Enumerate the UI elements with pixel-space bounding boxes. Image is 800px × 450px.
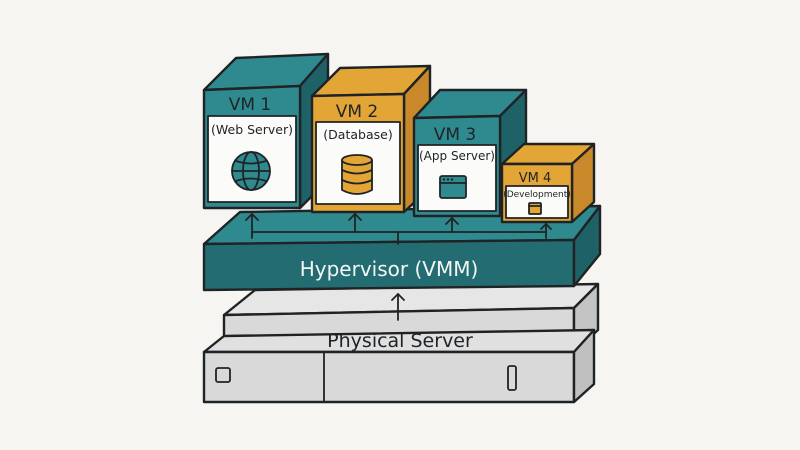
arrows-hypervisor-to-vms	[245, 213, 552, 233]
globe-icon	[231, 151, 271, 191]
vm-2-title: VM 2	[336, 102, 379, 122]
vm-4: VM 4 (Development)	[500, 142, 596, 224]
vm-3-role: (App Server)	[419, 149, 495, 163]
hypervisor-layer: Hypervisor (VMM)	[202, 204, 602, 292]
vm-4-role: (Development)	[503, 190, 571, 200]
arrow-physical-to-hypervisor	[391, 293, 405, 321]
physical-server-side	[572, 328, 596, 404]
vm-2-role: (Database)	[323, 127, 392, 142]
dev-window-icon	[528, 202, 542, 215]
physical-server-label: Physical Server	[327, 330, 473, 352]
physical-server: Physical Server	[202, 282, 600, 404]
vm-2: VM 2 (Database)	[310, 64, 432, 214]
vm-1-role: (Web Server)	[211, 122, 293, 137]
vm-1-title: VM 1	[229, 95, 272, 115]
vm-1: VM 1 (Web Server)	[202, 52, 330, 210]
vm-3-title: VM 3	[434, 125, 477, 145]
hypervisor-label: Hypervisor (VMM)	[300, 257, 479, 281]
handle-icon	[507, 365, 517, 391]
hypervisor-side	[572, 204, 602, 288]
database-icon	[341, 154, 373, 195]
vm-4-title: VM 4	[519, 171, 552, 186]
physical-server-front	[202, 350, 576, 404]
drive-bay-icon	[215, 367, 231, 383]
app-window-icon	[439, 175, 467, 199]
hypervisor-bus-line	[251, 231, 547, 239]
